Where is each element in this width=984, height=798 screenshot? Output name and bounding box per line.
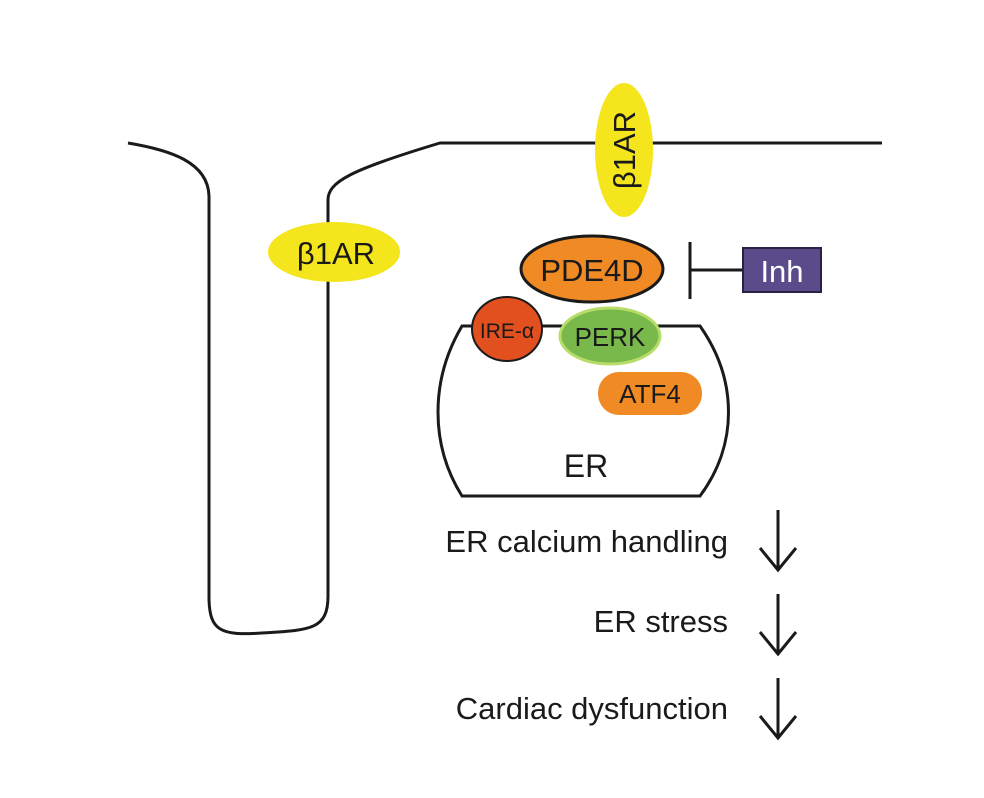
down-arrow-icon xyxy=(758,594,798,657)
pde4d-label: PDE4D xyxy=(540,253,643,288)
effect-er-calcium-handling: ER calcium handling xyxy=(445,524,728,559)
beta1ar-membrane-receptor xyxy=(595,83,653,217)
down-arrow-icon xyxy=(758,510,798,573)
beta1ar-membrane-label: β1AR xyxy=(607,111,642,189)
effect-er-stress: ER stress xyxy=(594,604,728,639)
inhibitor-box xyxy=(742,247,822,293)
plasma-membrane-with-t-tubule xyxy=(127,141,882,636)
beta1ar-ttubule-receptor xyxy=(268,222,400,282)
perk-protein xyxy=(558,306,662,366)
effect-cardiac-dysfunction: Cardiac dysfunction xyxy=(456,691,728,726)
beta1ar-ttubule-label: β1AR xyxy=(297,236,375,271)
atf4-label: ATF4 xyxy=(619,379,681,409)
ire-alpha-protein xyxy=(471,296,543,362)
perk-label: PERK xyxy=(575,322,646,352)
atf4-protein xyxy=(598,372,702,415)
inhibitor-label: Inh xyxy=(760,254,803,289)
er-membrane xyxy=(436,324,730,498)
ire-alpha-label: IRE-α xyxy=(480,320,534,343)
er-label: ER xyxy=(564,448,608,484)
down-arrow-icon xyxy=(758,678,798,741)
pde4d-enzyme xyxy=(519,234,665,304)
